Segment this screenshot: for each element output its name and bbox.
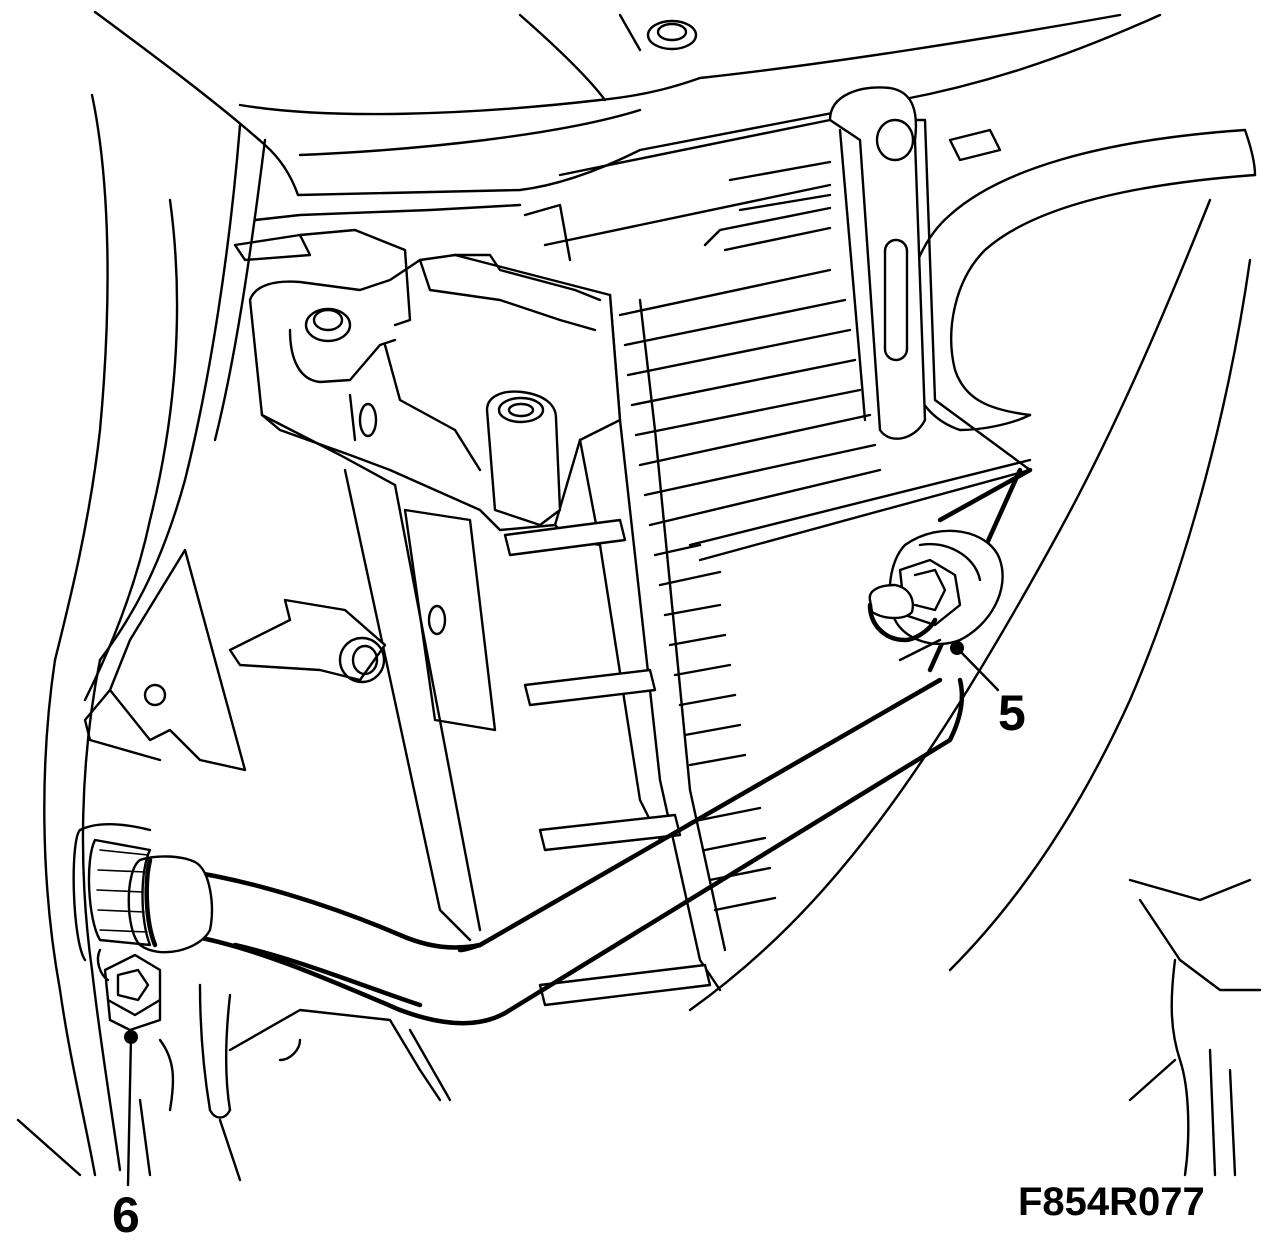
callout-6: 6: [112, 1030, 140, 1240]
oil-cooler-pipe: [72, 467, 1033, 1026]
callout-5-label: 5: [998, 685, 1026, 741]
left-body-contour: [16, 93, 267, 1177]
panel-hole: [646, 19, 698, 51]
figure-id: F854R077: [1018, 1180, 1205, 1224]
pipe-union-6: [96, 948, 162, 1032]
bracket-slot: [883, 238, 909, 362]
right-coolant-hose: [688, 128, 1257, 1012]
upper-body-panel: [93, 10, 1162, 222]
callout-6-leader: [126, 1035, 133, 1187]
mounting-bracket: [828, 86, 927, 440]
radiator-core: [523, 118, 1032, 992]
callout-5-leader: [955, 646, 1000, 692]
union-nut-6: [103, 953, 162, 1017]
callout-6-label: 6: [112, 1187, 140, 1240]
bracket-bolt-hole: [875, 118, 915, 162]
lower-components: [138, 878, 1262, 1182]
pipe-union-5: [867, 529, 1004, 662]
module-housing: [228, 228, 712, 1007]
callout-5: 5: [950, 641, 1026, 741]
left-bracket-plate: [83, 548, 247, 772]
